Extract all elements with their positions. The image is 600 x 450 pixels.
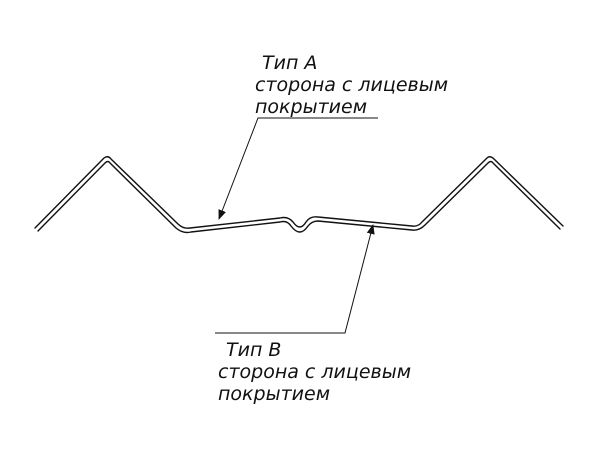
type-b-line1: сторона с лицевым [218, 361, 411, 383]
type-a-title: Тип А [262, 52, 317, 74]
type-b-line2: покрытием [218, 383, 330, 405]
profile-inner-line [37, 160, 561, 234]
type-b-leader-line [215, 224, 375, 334]
profile-outer-line [34, 156, 564, 229]
type-b-title: Тип В [226, 339, 281, 361]
sheet-profile [34, 156, 564, 234]
type-b-callout: Тип В сторона с лицевым покрытием [215, 224, 411, 405]
type-a-leader-line [218, 117, 378, 220]
type-a-callout: Тип А сторона с лицевым покрытием [218, 52, 448, 220]
type-a-line2: покрытием [255, 96, 367, 118]
type-a-line1: сторона с лицевым [255, 74, 448, 96]
